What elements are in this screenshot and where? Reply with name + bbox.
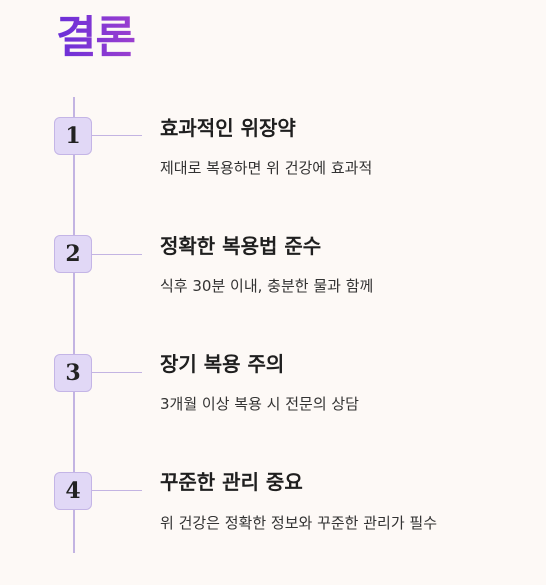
step-connector	[92, 372, 142, 373]
step-connector	[92, 490, 142, 491]
step-number-badge: 1	[54, 117, 92, 155]
timeline-step-3: 3 장기 복용 주의 3개월 이상 복용 시 전문의 상담	[0, 349, 546, 429]
step-connector	[92, 254, 142, 255]
step-number-badge: 3	[54, 354, 92, 392]
step-description: 위 건강은 정확한 정보와 꾸준한 관리가 필수	[160, 514, 438, 532]
page-title: 결론	[56, 8, 136, 68]
step-number-badge: 4	[54, 472, 92, 510]
timeline-line	[73, 97, 75, 553]
timeline-step-2: 2 정확한 복용법 준수 식후 30분 이내, 충분한 물과 함께	[0, 231, 546, 311]
step-description: 제대로 복용하면 위 건강에 효과적	[160, 159, 373, 177]
step-description: 식후 30분 이내, 충분한 물과 함께	[160, 277, 374, 295]
step-title: 꾸준한 관리 중요	[160, 470, 303, 494]
step-number-badge: 2	[54, 235, 92, 273]
step-description: 3개월 이상 복용 시 전문의 상담	[160, 395, 359, 413]
step-connector	[92, 135, 142, 136]
step-title: 장기 복용 주의	[160, 352, 285, 376]
timeline-step-4: 4 꾸준한 관리 중요 위 건강은 정확한 정보와 꾸준한 관리가 필수	[0, 467, 546, 547]
step-title: 효과적인 위장약	[160, 116, 296, 140]
step-title: 정확한 복용법 준수	[160, 234, 322, 258]
timeline-step-1: 1 효과적인 위장약 제대로 복용하면 위 건강에 효과적	[0, 112, 546, 192]
